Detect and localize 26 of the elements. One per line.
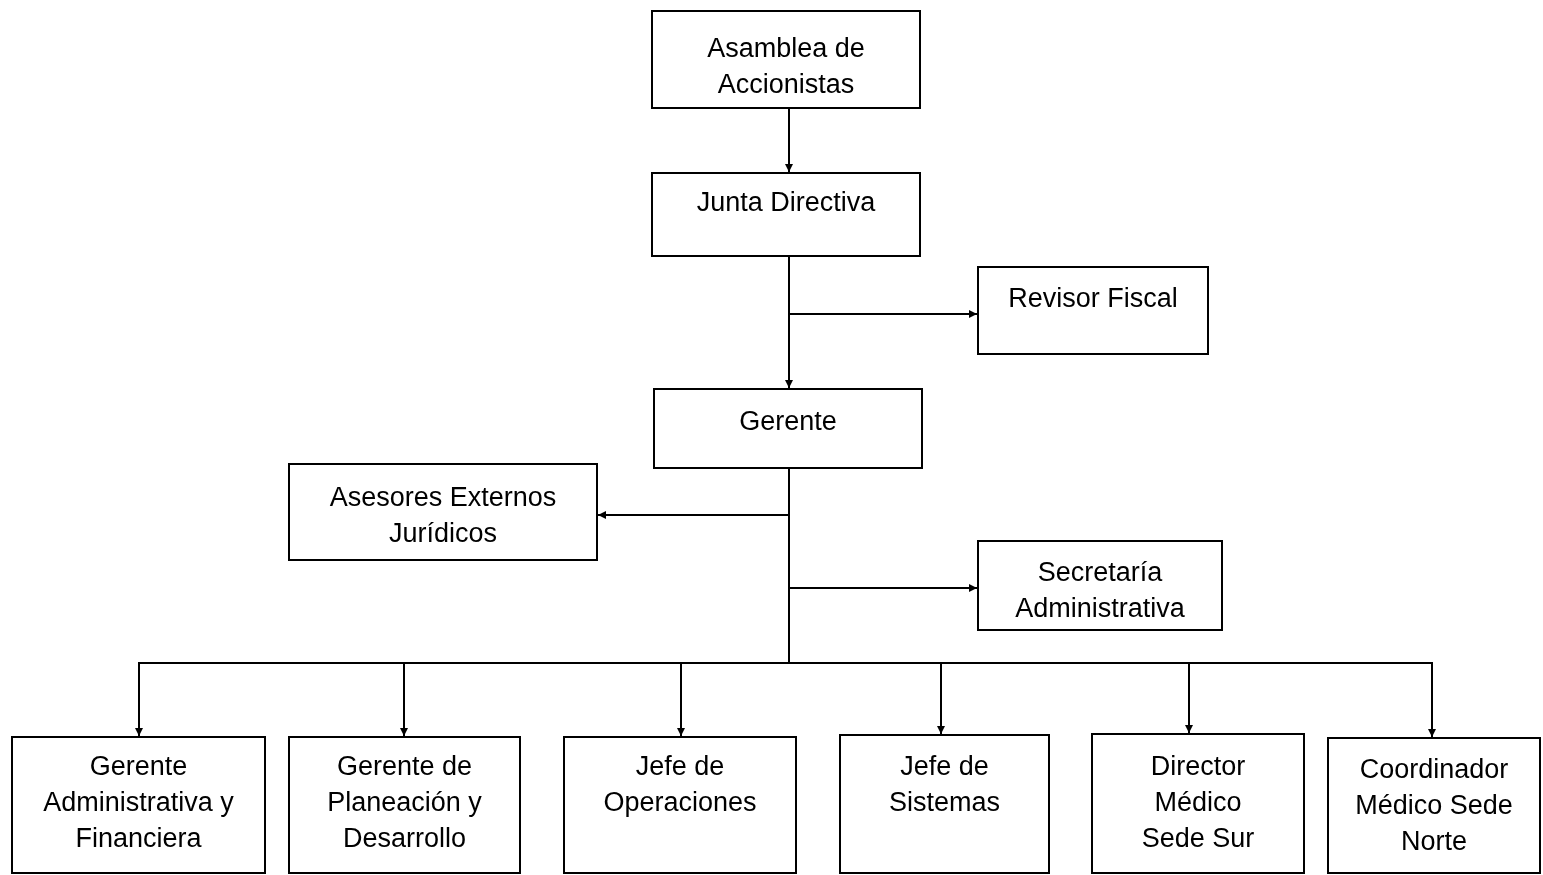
org-box <box>288 463 598 561</box>
org-box <box>977 266 1209 355</box>
org-box <box>1091 733 1305 874</box>
role-title: Gerente Administrativa y Financiera <box>42 750 235 855</box>
org-box <box>839 734 1050 874</box>
role-title: Coordinador Médico Sede Norte <box>1354 753 1514 858</box>
role-title: Gerente <box>739 405 837 438</box>
org-box <box>1327 737 1541 874</box>
role-title: Director Médico Sede Sur <box>1140 750 1256 855</box>
role-title: Asamblea de Accionistas <box>706 32 866 101</box>
org-box <box>563 736 797 874</box>
org-box <box>651 10 921 109</box>
role-title: Junta Directiva <box>696 186 876 219</box>
role-title: Jefe de Sistemas <box>887 750 1001 819</box>
role-title: Asesores Externos Jurídicos <box>328 481 558 550</box>
org-box <box>653 388 923 469</box>
org-box <box>288 736 521 874</box>
org-box <box>11 736 266 874</box>
org-box <box>651 172 921 257</box>
role-title: Gerente de Planeación y Desarrollo <box>326 750 483 855</box>
org-box <box>977 540 1223 631</box>
role-title: Secretaría Administrativa <box>1014 556 1186 625</box>
role-title: Jefe de Operaciones <box>602 750 758 819</box>
connector-arrow <box>785 108 793 173</box>
role-title: Revisor Fiscal <box>1008 282 1178 315</box>
connector-arrow <box>785 256 793 389</box>
